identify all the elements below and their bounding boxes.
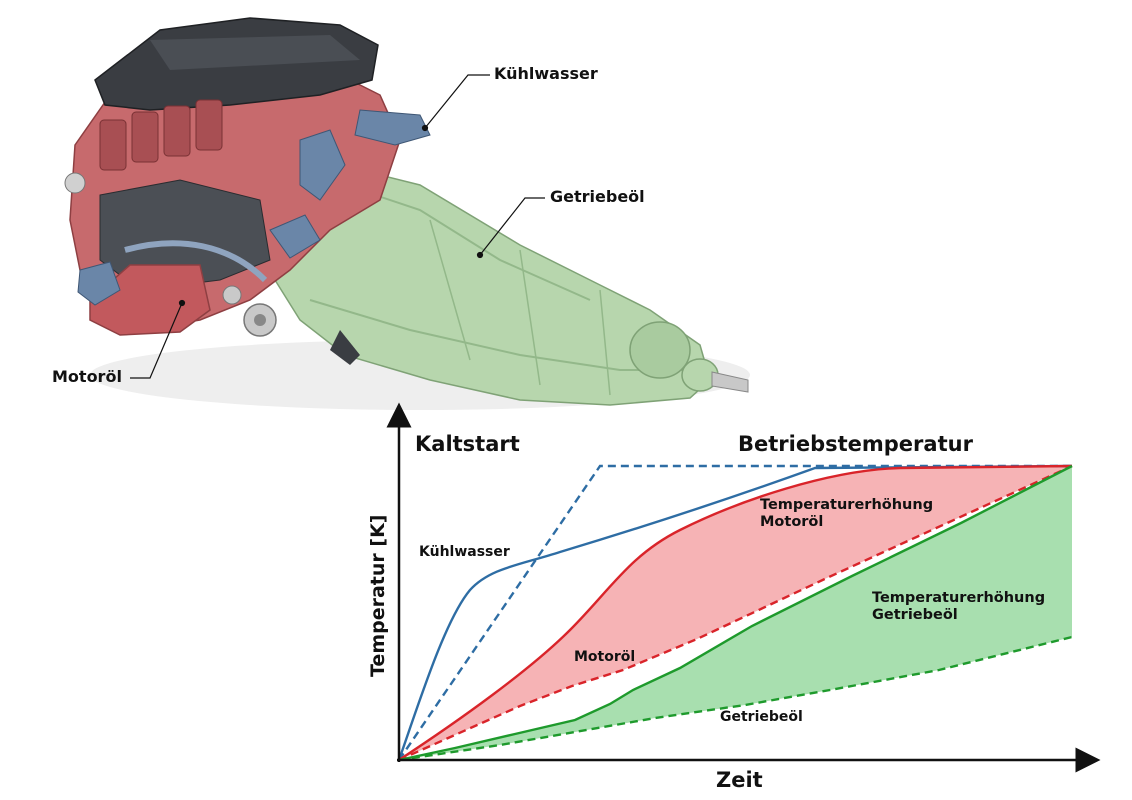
callout-leaders — [130, 74, 545, 379]
powertrain-illustration — [64, 17, 750, 410]
annotation-gearbox-oil-rise: Temperaturerhöhung Getriebeöl — [872, 590, 1045, 625]
engine-oil-curve — [398, 464, 1073, 762]
gearbox-oil-curve — [398, 464, 1073, 762]
annotation-engine-oil-rise: Temperaturerhöhung Motoröl — [760, 497, 933, 532]
annotation-gearbox-oil-rise-line2: Getriebeöl — [872, 607, 958, 624]
y-axis-label: Temperatur [K] — [367, 514, 389, 677]
engine-oil-rise-area — [399, 466, 1072, 760]
annotation-engine-oil-rise-line2: Motoröl — [760, 514, 824, 531]
kuehlwasser-leader — [424, 74, 490, 129]
curve-label-coolant: Kühlwasser — [419, 544, 510, 560]
gearbox-oil-reference-line — [398, 635, 1073, 762]
temperature-chart — [386, 402, 1101, 773]
x-axis-label: Zeit — [716, 768, 763, 792]
motoroel-leader — [130, 302, 183, 379]
annotation-engine-oil-rise-line1: Temperaturerhöhung — [760, 497, 934, 513]
engine-block — [64, 17, 431, 337]
phase-cold-start: Kaltstart — [415, 432, 520, 456]
gearbox-housing — [274, 169, 749, 406]
phase-operating-temperature: Betriebstemperatur — [738, 432, 973, 456]
gearbox-oil-rise-area — [399, 466, 1072, 760]
coolant-circuit — [77, 109, 431, 306]
callout-motoroel: Motoröl — [52, 367, 122, 386]
getriebeoel-leader — [479, 197, 545, 256]
output-shaft — [711, 371, 749, 393]
curve-label-gearbox-oil: Getriebeöl — [720, 709, 803, 725]
callout-getriebeoel: Getriebeöl — [550, 187, 645, 206]
coolant-curve — [397, 464, 1073, 761]
curve-label-engine-oil: Motoröl — [574, 649, 636, 665]
engine-oil-reference-line — [398, 464, 1073, 762]
oil-pan — [89, 264, 211, 336]
coolant-reference-line — [398, 464, 1072, 761]
annotation-gearbox-oil-rise-line1: Temperaturerhöhung — [872, 590, 1046, 606]
callout-kuehlwasser: Kühlwasser — [494, 64, 598, 83]
